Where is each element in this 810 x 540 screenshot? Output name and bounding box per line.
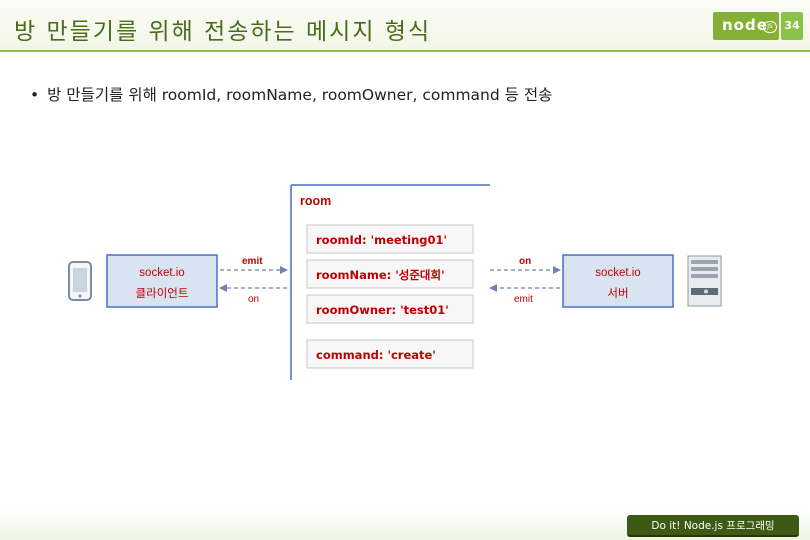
room-field-command: command: 'create' <box>306 339 474 369</box>
client-to-room-arrows: emit on <box>219 256 288 305</box>
footer-tag: Do it! Node.js 프로그래밍 <box>627 515 799 537</box>
server-rack-icon <box>687 255 722 307</box>
client-box: socket.io 클라이언트 <box>106 254 218 308</box>
logo-js-badge: JS <box>763 21 777 33</box>
bullet-text: 방 만들기를 위해 roomId, roomName, roomOwner, c… <box>47 86 553 104</box>
slide-header: 방 만들기를 위해 전송하는 메시지 형식 node JS 34 <box>0 0 810 52</box>
room-container: room <box>290 184 490 380</box>
server-box: socket.io 서버 <box>562 254 674 308</box>
server-label-line2: 서버 <box>607 286 628 300</box>
room-field-roomid: roomId: 'meeting01' <box>306 224 474 254</box>
field-roomname-text: roomName: '성준대회' <box>316 268 445 282</box>
slide-title: 방 만들기를 위해 전송하는 메시지 형식 <box>14 19 432 45</box>
client-label-line2: 클라이언트 <box>136 286 189 300</box>
nodejs-logo: node JS <box>713 12 779 40</box>
logo-text: node <box>722 16 768 34</box>
page-number: 34 <box>784 19 800 32</box>
right-on-label: on <box>519 256 531 267</box>
server-label-line1: socket.io <box>595 267 640 279</box>
room-to-server-arrows: on emit <box>489 256 561 305</box>
mobile-phone-icon <box>68 261 92 301</box>
right-emit-label: emit <box>514 294 533 305</box>
bullet-item: • 방 만들기를 위해 roomId, roomName, roomOwner, … <box>30 83 552 105</box>
field-roomid-text: roomId: 'meeting01' <box>316 233 447 247</box>
left-on-label: on <box>248 294 259 305</box>
room-field-roomowner: roomOwner: 'test01' <box>306 294 474 324</box>
room-label: room <box>300 194 331 208</box>
left-emit-label: emit <box>242 256 263 267</box>
field-command-text: command: 'create' <box>316 348 436 362</box>
field-roomowner-text: roomOwner: 'test01' <box>316 303 449 317</box>
bullet-dot: • <box>30 86 40 104</box>
client-label-line1: socket.io <box>139 267 184 279</box>
room-field-roomname: roomName: '성준대회' <box>306 259 474 289</box>
footer-text: Do it! Node.js 프로그래밍 <box>651 520 775 532</box>
page-number-badge: 34 <box>781 12 803 40</box>
